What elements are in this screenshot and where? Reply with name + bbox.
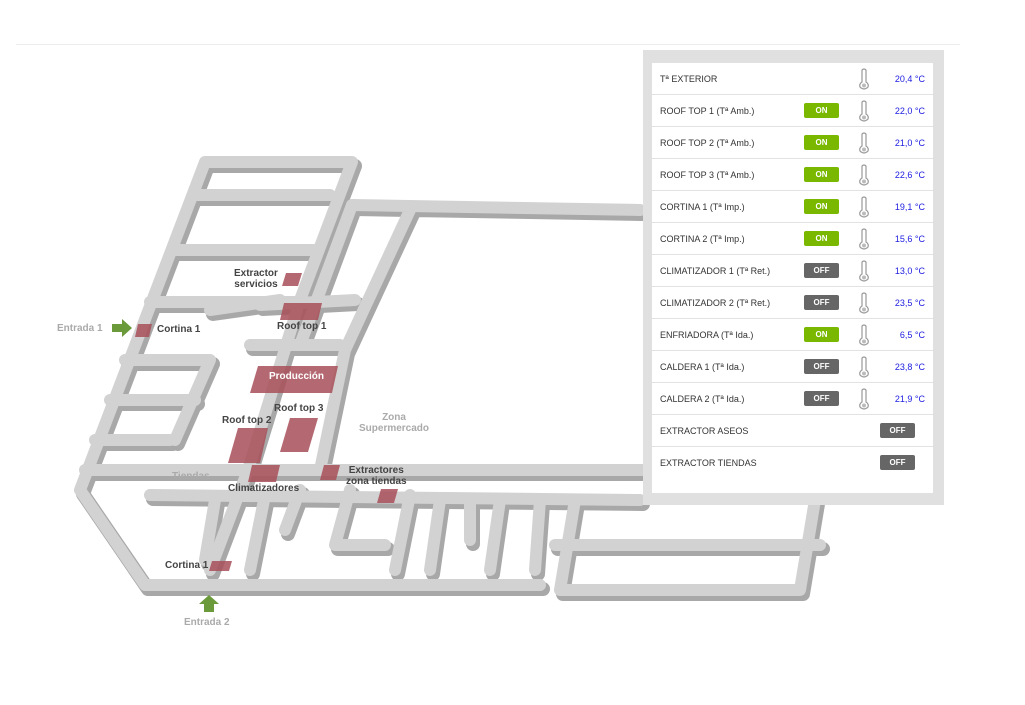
zone-produccion[interactable] xyxy=(250,366,338,393)
row-name: EXTRACTOR ASEOS xyxy=(660,426,749,436)
temperature-value: 13,0 °C xyxy=(894,266,925,276)
temperature-value: 23,5 °C xyxy=(894,298,925,308)
zone-cortina1-bottom[interactable] xyxy=(209,561,232,571)
status-row: ROOF TOP 2 (Tª Amb.) ON 21,0 °C xyxy=(652,127,933,159)
status-row: CORTINA 2 (Tª Imp.) ON 15,6 °C xyxy=(652,223,933,255)
label-line: zona tiendas xyxy=(346,476,407,487)
label-line: Zona xyxy=(382,412,406,423)
thermometer-icon xyxy=(859,228,869,252)
label-roof-top-2: Roof top 2 xyxy=(222,415,272,426)
zone-climatizadores[interactable] xyxy=(248,465,280,482)
status-row: ROOF TOP 3 (Tª Amb.) ON 22,6 °C xyxy=(652,159,933,191)
status-row: CORTINA 1 (Tª Imp.) ON 19,1 °C xyxy=(652,191,933,223)
label-roof-top-1: Roof top 1 xyxy=(277,321,327,332)
on-toggle-button[interactable]: ON xyxy=(804,199,839,214)
label-cortina1-top: Cortina 1 xyxy=(157,324,201,335)
temperature-value: 15,6 °C xyxy=(894,234,925,244)
on-toggle-button[interactable]: ON xyxy=(804,167,839,182)
off-toggle-button[interactable]: OFF xyxy=(804,391,839,406)
thermometer-icon xyxy=(859,164,869,188)
label-produccion: Producción xyxy=(269,371,325,382)
row-name: CALDERA 2 (Tª Ida.) xyxy=(660,394,745,404)
status-panel: Tª EXTERIOR 20,4 °C ROOF TOP 1 (Tª Amb.) ON… xyxy=(643,50,944,505)
temperature-value: 20,4 °C xyxy=(894,74,925,84)
off-toggle-button[interactable]: OFF xyxy=(880,455,915,470)
thermometer-icon xyxy=(859,68,869,92)
off-toggle-button[interactable]: OFF xyxy=(804,295,839,310)
label-line: servicios xyxy=(234,279,278,290)
zone-extractores-tiendas-2[interactable] xyxy=(377,489,398,503)
entrada2-arrow-icon xyxy=(199,595,219,612)
temperature-value: 6,5 °C xyxy=(899,330,925,340)
thermometer-icon xyxy=(859,260,869,284)
row-name: CALDERA 1 (Tª Ida.) xyxy=(660,362,745,372)
status-row: Tª EXTERIOR 20,4 °C xyxy=(652,63,933,95)
label-tiendas: Tiendas xyxy=(172,471,210,482)
on-toggle-button[interactable]: ON xyxy=(804,103,839,118)
row-name: EXTRACTOR TIENDAS xyxy=(660,458,757,468)
label-entrada2: Entrada 2 xyxy=(184,617,230,628)
thermometer-icon xyxy=(859,292,869,316)
row-name: Tª EXTERIOR xyxy=(660,74,718,84)
entrada1-arrow-icon xyxy=(112,319,132,337)
temperature-value: 22,6 °C xyxy=(894,170,925,180)
status-row: EXTRACTOR TIENDAS OFF xyxy=(652,447,933,478)
status-row: ENFRIADORA (Tª Ida.) ON 6,5 °C xyxy=(652,319,933,351)
status-row: ROOF TOP 1 (Tª Amb.) ON 22,0 °C xyxy=(652,95,933,127)
label-roof-top-3: Roof top 3 xyxy=(274,403,324,414)
zones xyxy=(135,273,398,571)
row-name: CORTINA 1 (Tª Imp.) xyxy=(660,202,745,212)
row-name: ROOF TOP 2 (Tª Amb.) xyxy=(660,138,755,148)
zone-roof-top-1[interactable] xyxy=(280,303,322,320)
status-row: CLIMATIZADOR 1 (Tª Ret.) OFF 13,0 °C xyxy=(652,255,933,287)
zone-roof-top-2[interactable] xyxy=(228,428,268,463)
temperature-value: 21,9 °C xyxy=(894,394,925,404)
zone-roof-top-3[interactable] xyxy=(280,418,318,452)
row-name: CORTINA 2 (Tª Imp.) xyxy=(660,234,745,244)
row-name: ENFRIADORA (Tª Ida.) xyxy=(660,330,754,340)
row-name: ROOF TOP 1 (Tª Amb.) xyxy=(660,106,755,116)
row-name: CLIMATIZADOR 1 (Tª Ret.) xyxy=(660,266,771,276)
thermometer-icon xyxy=(859,356,869,380)
zone-cortina1-left[interactable] xyxy=(135,324,152,337)
status-row: EXTRACTOR ASEOS OFF xyxy=(652,415,933,447)
thermometer-icon xyxy=(859,388,869,412)
thermometer-icon xyxy=(859,100,869,124)
zone-extractores-tiendas[interactable] xyxy=(320,465,340,480)
on-toggle-button[interactable]: ON xyxy=(804,135,839,150)
thermometer-icon xyxy=(859,196,869,220)
on-toggle-button[interactable]: ON xyxy=(804,327,839,342)
thermometer-icon xyxy=(859,324,869,348)
status-row: CALDERA 1 (Tª Ida.) OFF 23,8 °C xyxy=(652,351,933,383)
label-line: Extractores xyxy=(348,465,404,476)
temperature-value: 23,8 °C xyxy=(894,362,925,372)
zone-extractor-servicios[interactable] xyxy=(282,273,302,286)
row-name: ROOF TOP 3 (Tª Amb.) xyxy=(660,170,755,180)
thermometer-icon xyxy=(859,132,869,156)
label-entrada1: Entrada 1 xyxy=(57,323,103,334)
on-toggle-button[interactable]: ON xyxy=(804,231,839,246)
status-list: Tª EXTERIOR 20,4 °C ROOF TOP 1 (Tª Amb.) ON… xyxy=(652,63,933,493)
temperature-value: 22,0 °C xyxy=(894,106,925,116)
label-line: Supermercado xyxy=(359,423,430,434)
row-name: CLIMATIZADOR 2 (Tª Ret.) xyxy=(660,298,771,308)
label-climatizadores: Climatizadores xyxy=(228,483,300,494)
temperature-value: 21,0 °C xyxy=(894,138,925,148)
top-divider xyxy=(16,44,960,45)
off-toggle-button[interactable]: OFF xyxy=(804,359,839,374)
off-toggle-button[interactable]: OFF xyxy=(804,263,839,278)
temperature-value: 19,1 °C xyxy=(894,202,925,212)
label-line: Extractor xyxy=(234,268,278,279)
status-row: CALDERA 2 (Tª Ida.) OFF 21,9 °C xyxy=(652,383,933,415)
status-row: CLIMATIZADOR 2 (Tª Ret.) OFF 23,5 °C xyxy=(652,287,933,319)
label-cortina1-bottom: Cortina 1 xyxy=(165,560,209,571)
off-toggle-button[interactable]: OFF xyxy=(880,423,915,438)
